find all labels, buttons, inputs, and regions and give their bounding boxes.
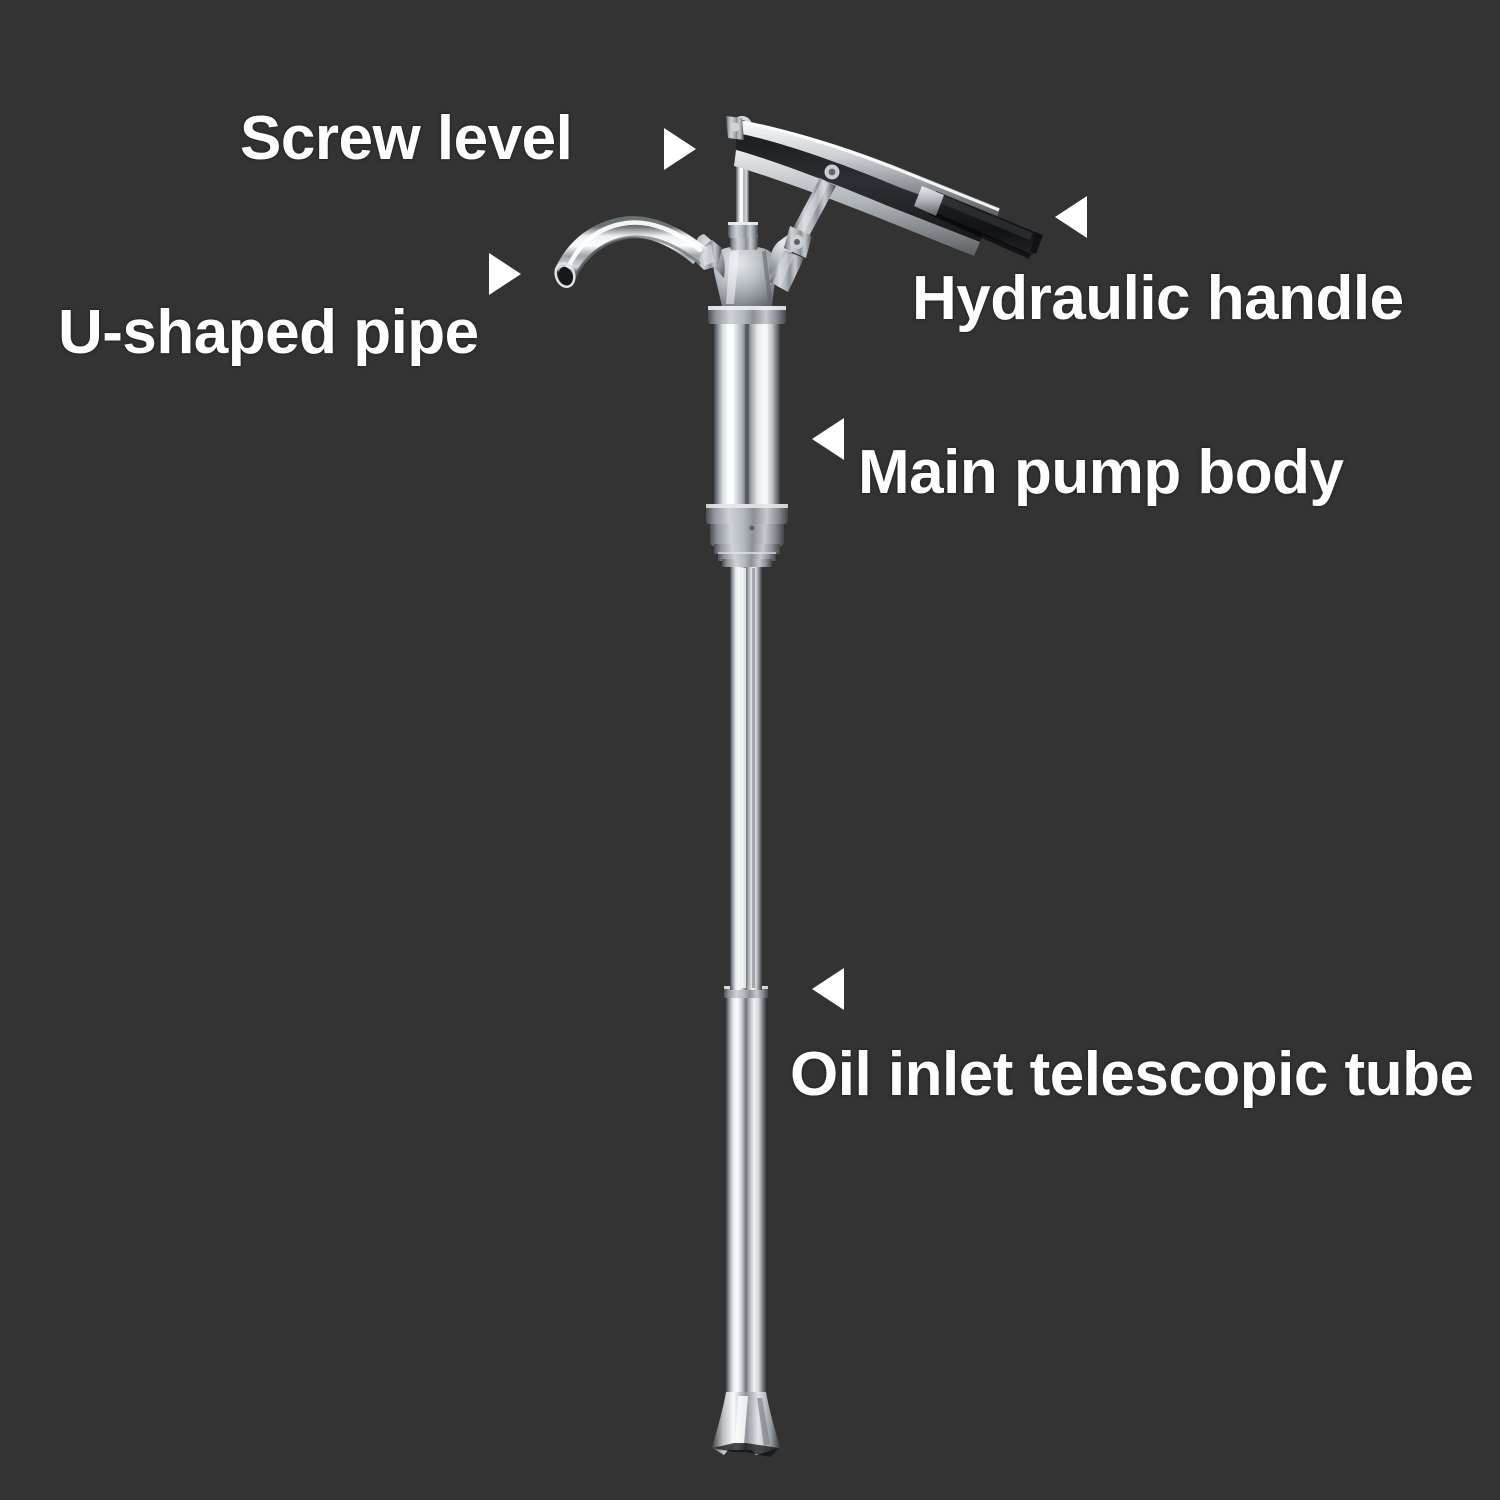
- u-pipe: [554, 216, 707, 288]
- u-pipe-hex-nut: [694, 240, 722, 270]
- callout-label-oil-inlet-telescopic-tube: Oil inlet telescopic tube: [790, 1040, 1474, 1109]
- triangle-right-icon-u-shaped-pipe: [489, 253, 521, 295]
- callout-label-hydraulic-handle: Hydraulic handle: [912, 264, 1404, 333]
- bung-adapter: [710, 516, 784, 567]
- callout-label-u-shaped-pipe: U-shaped pipe: [58, 298, 479, 367]
- suction-tube-upper: [730, 566, 762, 990]
- rubber-grip: [928, 191, 1043, 259]
- callout-label-main-pump-body: Main pump body: [858, 438, 1344, 507]
- triangle-left-icon-oil-inlet-telescopic-tube: [812, 968, 844, 1010]
- suction-tube-lower: [724, 986, 768, 1450]
- callout-label-screw-level: Screw level: [240, 104, 573, 173]
- plunger-rod: [728, 116, 758, 238]
- triangle-right-icon-screw-level: [664, 128, 696, 170]
- triangle-left-icon-hydraulic-handle: [1055, 196, 1087, 238]
- valve-body: [696, 226, 805, 306]
- triangle-left-icon-main-pump-body: [812, 418, 844, 460]
- pump-cylinder: [706, 306, 788, 524]
- foot-tip: [712, 1392, 780, 1457]
